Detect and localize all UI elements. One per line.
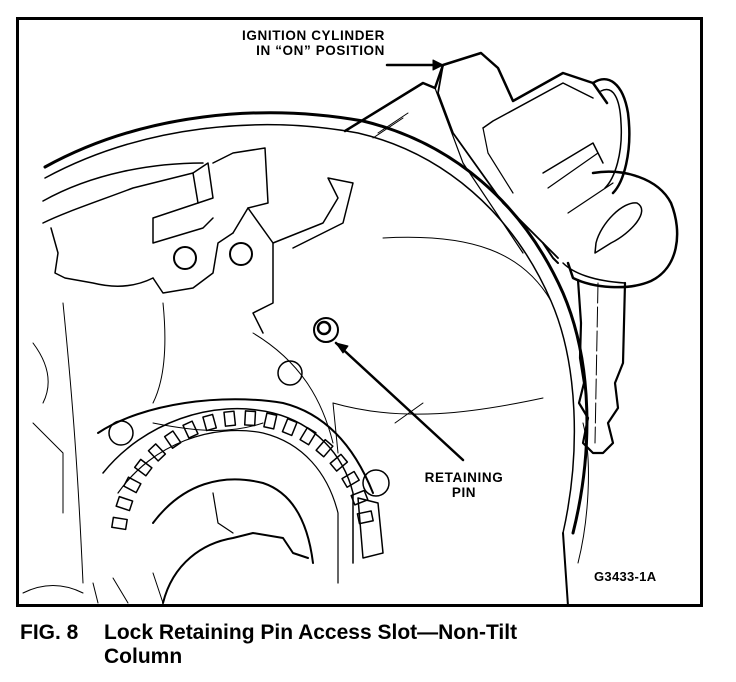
bearing-roller — [281, 417, 298, 437]
bearing-roller — [115, 495, 134, 512]
figure-caption: FIG. 8 Lock Retaining Pin Access Slot—Non… — [20, 621, 517, 669]
bearing-roller — [202, 413, 218, 432]
retaining-pin-callout-line2: PIN — [451, 485, 477, 500]
ignition-key — [562, 170, 679, 455]
bearing-assembly — [97, 360, 390, 604]
ignition-cylinder-callout: IGNITION CYLINDER IN “ON” POSITION — [193, 28, 385, 58]
bearing-rollers — [111, 410, 374, 531]
ignition-callout-line1: IGNITION CYLINDER — [242, 28, 385, 43]
bearing-roller — [299, 426, 317, 446]
bearing-roller — [147, 443, 167, 462]
bearing-roller — [356, 510, 374, 525]
bearing-roller — [123, 476, 142, 494]
steering-column-illustration — [22, 51, 679, 604]
bearing-roller — [341, 470, 360, 489]
detail-lines — [22, 332, 589, 604]
bearing-roller — [350, 489, 369, 506]
ignition-cylinder — [343, 51, 631, 264]
illustration-frame: IGNITION CYLINDER IN “ON” POSITION RETAI… — [16, 17, 703, 607]
bearing-roller — [243, 410, 257, 427]
figure-title-line2: Column — [104, 645, 183, 668]
bearing-roller — [163, 430, 182, 449]
retaining-pin-callout-line1: RETAINING — [424, 470, 504, 485]
bearing-roller — [329, 453, 349, 472]
bearing-roller — [182, 420, 199, 439]
casting-bosses — [32, 147, 354, 584]
bearing-roller — [223, 410, 237, 427]
ignition-callout-line2: IN “ON” POSITION — [256, 43, 385, 58]
retaining-pin-hole — [313, 317, 339, 343]
bearing-roller — [111, 516, 128, 531]
bearing-roller — [133, 458, 153, 477]
retaining-pin-callout: RETAINING PIN — [403, 470, 525, 500]
figure-number: FIG. 8 — [20, 621, 79, 644]
drawing-code: G3433-1A — [594, 569, 657, 584]
bearing-roller — [315, 438, 334, 458]
figure-title-line1: Lock Retaining Pin Access Slot—Non-Tilt — [104, 621, 518, 644]
leader-lines — [334, 59, 465, 462]
column-housing — [42, 111, 589, 604]
bearing-roller — [263, 412, 278, 430]
